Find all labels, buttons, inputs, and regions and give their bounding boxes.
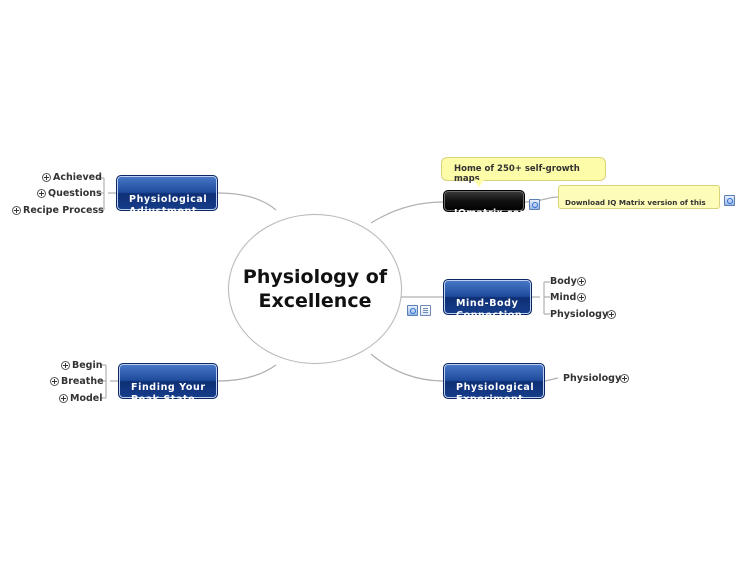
subtopic-model[interactable]: Model bbox=[70, 393, 103, 404]
topic-label: Physiological Adjustment bbox=[129, 194, 208, 217]
link-center-adjustment bbox=[217, 192, 277, 211]
link-icon[interactable] bbox=[529, 199, 540, 210]
expand-plus-icon[interactable] bbox=[42, 173, 51, 182]
link-center-iqmatrix bbox=[370, 201, 444, 224]
note-icon[interactable] bbox=[420, 305, 431, 316]
link-center-peakstate bbox=[217, 364, 277, 382]
bracket-adjustment bbox=[98, 177, 116, 211]
topic-physiological-experiment[interactable]: Physiological Experiment bbox=[443, 363, 545, 405]
topic-mind-body-connection[interactable]: Mind-Body Connection bbox=[443, 279, 532, 321]
subtopic-questions[interactable]: Questions bbox=[48, 188, 102, 199]
link-center-experiment bbox=[370, 353, 444, 382]
callout-text: Home of 250+ self-growth maps bbox=[454, 164, 580, 184]
expand-plus-icon[interactable] bbox=[577, 293, 586, 302]
note-box: Download IQ Matrix version of this map: … bbox=[558, 185, 720, 209]
expand-plus-icon[interactable] bbox=[61, 361, 70, 370]
expand-plus-icon[interactable] bbox=[620, 374, 629, 383]
expand-plus-icon[interactable] bbox=[59, 394, 68, 403]
bracket-experiment bbox=[544, 377, 559, 382]
subtopic-recipe-process[interactable]: Recipe Process bbox=[23, 205, 104, 216]
bracket-mindbody bbox=[532, 281, 550, 315]
link-icon[interactable] bbox=[407, 305, 418, 316]
note-text: Download IQ Matrix version of this map: … bbox=[565, 197, 713, 209]
expand-plus-icon[interactable] bbox=[607, 310, 616, 319]
topic-label: IQmatrix.com bbox=[454, 208, 530, 219]
central-topic[interactable]: Physiology of Excellence bbox=[228, 214, 402, 364]
subtopic-achieved[interactable]: Achieved bbox=[53, 172, 102, 183]
expand-plus-icon[interactable] bbox=[12, 206, 21, 215]
topic-label: Mind-Body Connection bbox=[456, 298, 523, 321]
subtopic-body[interactable]: Body bbox=[550, 276, 577, 287]
subtopic-begin[interactable]: Begin bbox=[72, 360, 103, 371]
subtopic-physiology[interactable]: Physiology bbox=[550, 309, 609, 320]
topic-label: Physiological Experiment bbox=[456, 382, 535, 405]
expand-plus-icon[interactable] bbox=[577, 277, 586, 286]
callout-bubble: Home of 250+ self-growth maps bbox=[441, 157, 606, 184]
bracket-peakstate bbox=[100, 364, 118, 399]
topic-finding-peak-state[interactable]: Finding Your Peak State bbox=[118, 363, 218, 405]
expand-plus-icon[interactable] bbox=[37, 189, 46, 198]
topic-iqmatrix[interactable]: IQmatrix.com bbox=[443, 190, 529, 219]
subtopic-mind[interactable]: Mind bbox=[550, 292, 577, 303]
topic-physiological-adjustment[interactable]: Physiological Adjustment bbox=[116, 175, 218, 217]
central-topic-title: Physiology of Excellence bbox=[242, 266, 388, 312]
topic-label: Finding Your Peak State bbox=[131, 382, 206, 405]
link-icon[interactable] bbox=[724, 195, 735, 206]
callout-tail bbox=[474, 180, 484, 187]
expand-plus-icon[interactable] bbox=[50, 377, 59, 386]
subtopic-breathe[interactable]: Breathe bbox=[61, 376, 104, 387]
link-iqmatrix-note bbox=[524, 196, 559, 203]
subtopic-physiology[interactable]: Physiology bbox=[563, 373, 622, 384]
